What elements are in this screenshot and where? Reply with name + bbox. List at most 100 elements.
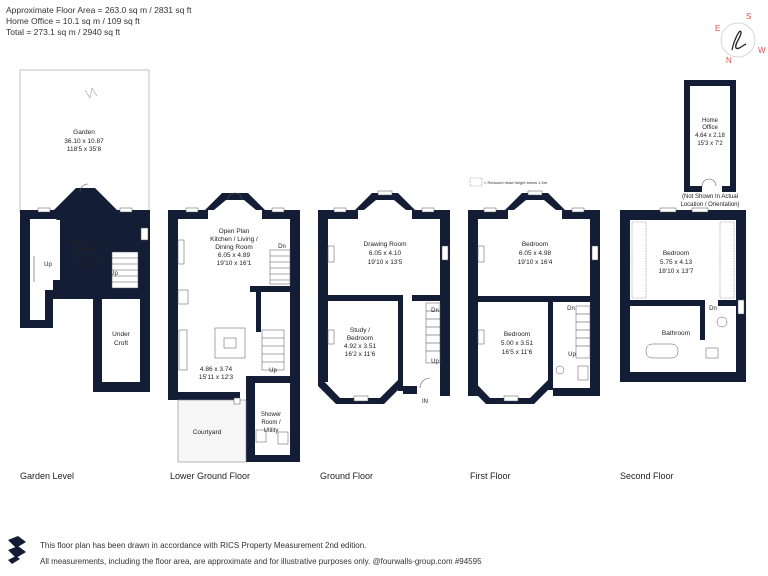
- lower-ground-plan: Open Plan Kitchen / Living / Dining Room…: [168, 192, 300, 463]
- fireplace: [177, 289, 189, 305]
- stair-up-label: Up: [269, 368, 277, 374]
- garden-label: Garden: [73, 129, 95, 136]
- reduced-height-area: [631, 221, 647, 299]
- bay-angled-walls: [355, 193, 415, 210]
- floor-label-lower-ground: Lower Ground Floor: [170, 471, 251, 481]
- window: [571, 207, 585, 213]
- partition: [412, 295, 440, 301]
- wall-mid: [45, 290, 53, 328]
- floor-label-first: First Floor: [470, 471, 511, 481]
- partition: [548, 296, 553, 390]
- disclaimer-line-1: This floor plan has been drawn in accord…: [40, 541, 367, 550]
- home-office-wall-east: [730, 80, 736, 192]
- floor-area-summary: Approximate Floor Area = 263.0 sq m / 28…: [6, 5, 191, 38]
- fireplace: [477, 245, 485, 263]
- washbasin: [277, 431, 289, 445]
- window: [377, 190, 393, 196]
- drain: [233, 397, 241, 405]
- stair-down-label: Dn: [709, 306, 717, 312]
- window: [353, 395, 369, 402]
- wall-west: [468, 210, 478, 396]
- window: [503, 395, 519, 402]
- shower-room-label-3: Utility: [264, 428, 279, 434]
- disclaimer-line-2: All measurements, including the floor ar…: [40, 557, 482, 566]
- window: [691, 207, 709, 213]
- window: [185, 207, 199, 213]
- utility-wall-south: [246, 455, 300, 462]
- drawing-room-dim-imperial: 19'10 x 13'5: [368, 259, 403, 266]
- home-office-wall-south: [722, 186, 736, 192]
- compass-south: S: [746, 12, 752, 21]
- home-office-wall-west: [684, 80, 690, 192]
- shower-room-label: Shower: [261, 412, 281, 418]
- partition: [478, 296, 590, 302]
- wall-north: [620, 210, 746, 220]
- bay-angled-walls: [505, 193, 565, 210]
- first-bedroom-1-label: Bedroom: [522, 241, 548, 248]
- utility-wall-west: [246, 376, 255, 462]
- french-doors: [227, 192, 243, 201]
- total-area-line: Total = 273.1 sq m / 2940 sq ft: [6, 27, 121, 37]
- sitting-room-dim-imperial: 19'3 x 15'7: [71, 262, 102, 269]
- bathroom-label: Bathroom: [662, 330, 690, 337]
- window: [421, 207, 435, 213]
- door-swing: [79, 183, 89, 193]
- compass-west: W: [758, 46, 766, 55]
- partition: [256, 292, 261, 332]
- second-bedroom-label: Bedroom: [663, 250, 689, 257]
- garden-dim-metric: 36.10 x 10.87: [64, 138, 104, 145]
- fireplace: [477, 329, 485, 345]
- study-label: Study /: [350, 327, 370, 334]
- utility-wall-north: [246, 376, 300, 383]
- garden-stairs: [111, 251, 139, 289]
- compass-east: E: [715, 24, 721, 33]
- first-bedroom-2-dim-metric: 5.00 x 3.51: [501, 340, 534, 347]
- wall-divider: [53, 290, 148, 299]
- window: [119, 207, 133, 213]
- window: [271, 207, 285, 213]
- wall-north-left: [318, 210, 358, 219]
- bathtub: [645, 343, 679, 359]
- wall-north-left: [468, 210, 508, 219]
- bay-angled-walls: [54, 188, 117, 210]
- reduced-height-key: [469, 177, 483, 187]
- home-office-area-line: Home Office = 10.1 sq m / 109 sq ft: [6, 16, 140, 26]
- home-office-dim-metric: 4.64 x 2.18: [695, 133, 725, 139]
- wall-north-left: [168, 210, 208, 219]
- study-bay-walls: [318, 375, 403, 404]
- reduced-height-note: = Reduced head height below 1.5m: [484, 180, 548, 185]
- washbasin: [716, 316, 728, 328]
- compass-logo-icon: [720, 22, 756, 58]
- wall-east: [590, 210, 600, 396]
- wc: [255, 429, 267, 443]
- entrance-label: IN: [422, 399, 428, 405]
- courtyard-area: [177, 399, 247, 463]
- first-floor-plan: = Reduced head height below 1.5m Bedroom…: [468, 177, 600, 404]
- wc: [705, 347, 719, 359]
- partition: [328, 295, 403, 301]
- second-bedroom-dim-metric: 5.75 x 4.13: [660, 259, 693, 266]
- partition: [250, 286, 294, 292]
- partition: [718, 300, 736, 306]
- wall-west: [20, 210, 30, 328]
- wall-west: [318, 210, 328, 382]
- window: [37, 207, 51, 213]
- study-dim-metric: 4.92 x 3.51: [344, 343, 377, 350]
- window: [333, 207, 347, 213]
- home-office-label: Home: [702, 118, 719, 124]
- kitchen-label: Open Plan: [219, 228, 250, 235]
- garden-dim-imperial: 118'5 x 35'8: [67, 146, 102, 153]
- fourwalls-logo-icon: [8, 536, 26, 564]
- garden-break-line: [84, 87, 98, 99]
- sitting-room-label: Sitting Room /: [67, 238, 108, 245]
- wall-east: [736, 210, 746, 382]
- disclaimer: This floor plan has been drawn in accord…: [40, 538, 482, 570]
- undercroft-wall-west: [93, 292, 102, 392]
- home-office-note-2: Location / Orientation): [680, 202, 739, 208]
- home-office-label-2: Office: [702, 125, 718, 131]
- floor-label-ground: Ground Floor: [320, 471, 374, 481]
- stair-up-label: Up: [110, 271, 118, 277]
- first-floor-stairs: [575, 305, 591, 359]
- wall-north-right: [262, 210, 300, 219]
- wall-south: [553, 388, 600, 396]
